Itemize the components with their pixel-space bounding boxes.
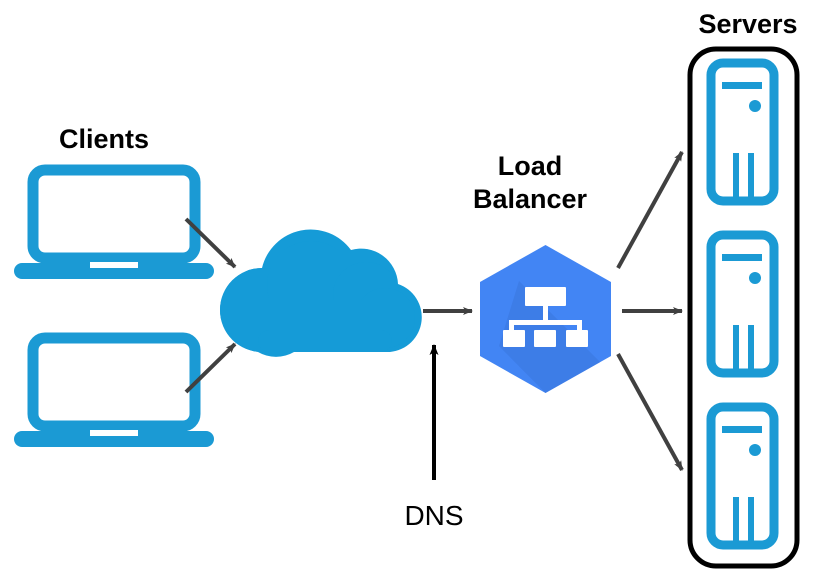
server-3 xyxy=(706,402,779,550)
client-laptop-2 xyxy=(14,332,214,447)
server-top-bar xyxy=(722,254,762,261)
server-icon xyxy=(706,402,779,550)
client-laptop-1 xyxy=(14,164,214,279)
laptop-notch xyxy=(90,430,138,436)
server-top-bar xyxy=(722,426,762,433)
server-slot-left xyxy=(733,497,739,545)
laptop-notch xyxy=(90,262,138,268)
laptop-base-icon xyxy=(14,263,214,279)
edge-lb-to-server-3 xyxy=(616,353,684,471)
page-title-servers: Servers xyxy=(698,9,797,39)
edge-lb-to-server-1 xyxy=(616,151,684,269)
hierarchy-glyph xyxy=(503,287,588,347)
laptop-icon xyxy=(27,164,201,264)
laptop-base-icon xyxy=(14,431,214,447)
server-1 xyxy=(706,58,779,206)
server-status-dot xyxy=(749,272,761,284)
server-2 xyxy=(706,230,779,378)
label-load-balancer-line1: Load xyxy=(498,151,563,181)
server-rack-outline xyxy=(687,46,800,569)
server-slot-right xyxy=(748,325,754,373)
server-icon xyxy=(706,230,779,378)
server-top-bar xyxy=(722,82,762,89)
server-slot-right xyxy=(748,497,754,545)
laptop-icon xyxy=(27,332,201,432)
page-title-clients: Clients xyxy=(59,124,149,154)
label-dns: DNS xyxy=(404,500,463,531)
edge-client2-cloud xyxy=(184,342,237,394)
label-load-balancer-line2: Balancer xyxy=(473,184,588,214)
server-status-dot xyxy=(749,100,761,112)
server-slot-right xyxy=(748,153,754,201)
server-slot-left xyxy=(733,325,739,373)
server-icon xyxy=(706,58,779,206)
load-balancer-icon xyxy=(480,245,611,393)
server-status-dot xyxy=(749,444,761,456)
internet-cloud-icon xyxy=(220,229,422,357)
server-slot-left xyxy=(733,153,739,201)
edge-client1-cloud xyxy=(184,217,237,269)
